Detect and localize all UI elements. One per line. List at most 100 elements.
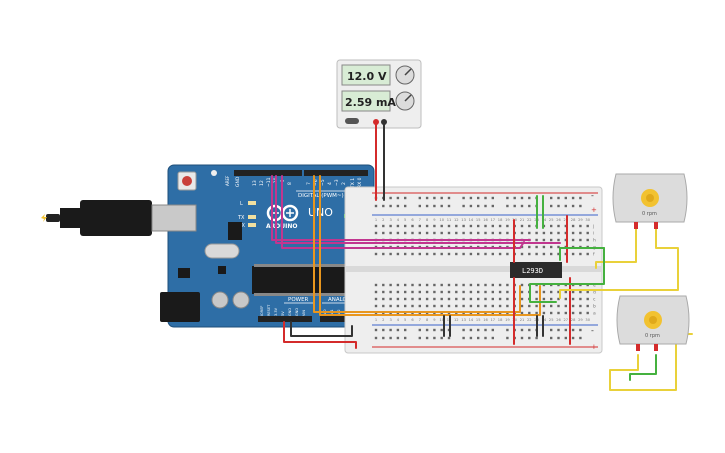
rail-hole[interactable]	[477, 204, 480, 208]
breadboard-hole[interactable]	[571, 311, 575, 315]
rail-hole[interactable]	[557, 196, 560, 200]
breadboard-hole[interactable]	[404, 252, 407, 256]
digital-header-low[interactable]	[304, 170, 368, 176]
breadboard-hole[interactable]	[425, 231, 429, 235]
breadboard-hole[interactable]	[550, 224, 553, 228]
breadboard-hole[interactable]	[404, 224, 407, 228]
breadboard-hole[interactable]	[498, 297, 502, 301]
breadboard-hole[interactable]	[425, 252, 429, 256]
digital-header-high[interactable]	[234, 170, 302, 176]
breadboard-hole[interactable]	[374, 231, 378, 235]
breadboard-hole[interactable]	[491, 304, 494, 308]
rail-hole[interactable]	[528, 336, 531, 340]
breadboard-hole[interactable]	[528, 311, 531, 315]
rail-hole[interactable]	[571, 328, 575, 332]
dc-motor-2[interactable]: 0 rpm	[616, 295, 690, 351]
breadboard-hole[interactable]	[411, 283, 414, 287]
wire-yellow[interactable]	[595, 227, 637, 269]
breadboard-hole[interactable]	[491, 252, 494, 256]
breadboard-hole[interactable]	[586, 297, 589, 301]
breadboard-hole[interactable]	[382, 290, 385, 294]
rail-hole[interactable]	[477, 328, 480, 332]
breadboard-hole[interactable]	[455, 297, 458, 301]
breadboard-hole[interactable]	[462, 304, 465, 308]
rail-hole[interactable]	[440, 328, 443, 332]
breadboard-hole[interactable]	[557, 304, 560, 308]
breadboard-hole[interactable]	[418, 290, 421, 294]
breadboard-hole[interactable]	[579, 224, 582, 228]
breadboard-hole[interactable]	[389, 304, 392, 308]
rail-hole[interactable]	[506, 204, 509, 208]
rail-hole[interactable]	[382, 204, 385, 208]
rail-hole[interactable]	[382, 328, 385, 332]
breadboard-hole[interactable]	[469, 283, 473, 287]
wire-orange[interactable]	[319, 175, 541, 316]
breadboard-hole[interactable]	[447, 297, 451, 301]
wire-yellow[interactable]	[559, 227, 679, 299]
breadboard-hole[interactable]	[418, 283, 421, 287]
breadboard-hole[interactable]	[411, 304, 414, 308]
breadboard-hole[interactable]	[520, 283, 524, 287]
rail-hole[interactable]	[477, 196, 480, 200]
breadboard-hole[interactable]	[382, 252, 385, 256]
breadboard-hole[interactable]	[462, 231, 465, 235]
breadboard-hole[interactable]	[506, 290, 509, 294]
breadboard-hole[interactable]	[425, 297, 429, 301]
rail-hole[interactable]	[389, 328, 392, 332]
breadboard-hole[interactable]	[425, 224, 429, 228]
breadboard-hole[interactable]	[520, 304, 524, 308]
breadboard-hole[interactable]	[425, 283, 429, 287]
breadboard-hole[interactable]	[389, 290, 392, 294]
breadboard-hole[interactable]	[571, 224, 575, 228]
breadboard-hole[interactable]	[506, 297, 509, 301]
rail-hole[interactable]	[506, 196, 509, 200]
breadboard-hole[interactable]	[396, 283, 400, 287]
rail-hole[interactable]	[433, 204, 436, 208]
breadboard-hole[interactable]	[520, 311, 524, 315]
wire-green[interactable]	[559, 247, 605, 261]
breadboard-hole[interactable]	[389, 252, 392, 256]
analog-header[interactable]	[320, 316, 368, 322]
rail-hole[interactable]	[440, 196, 443, 200]
dc-power-jack[interactable]	[160, 292, 200, 322]
breadboard-hole[interactable]	[374, 224, 378, 228]
breadboard-hole[interactable]	[520, 252, 524, 256]
breadboard-hole[interactable]	[469, 290, 473, 294]
rail-hole[interactable]	[564, 336, 567, 340]
breadboard-hole[interactable]	[455, 252, 458, 256]
breadboard-hole[interactable]	[374, 304, 378, 308]
breadboard-hole[interactable]	[374, 297, 378, 301]
breadboard-hole[interactable]	[455, 304, 458, 308]
breadboard-hole[interactable]	[433, 283, 436, 287]
motor-terminal[interactable]	[654, 344, 658, 351]
wire-magenta[interactable]	[271, 175, 531, 241]
breadboard-hole[interactable]	[440, 304, 443, 308]
power-switch[interactable]	[345, 118, 359, 124]
breadboard-hole[interactable]	[586, 238, 589, 242]
breadboard-hole[interactable]	[433, 224, 436, 228]
wire-red[interactable]	[283, 321, 357, 349]
arduino-board[interactable]: GND 13 12 ~11 ~10 ~9 8 7 ~6 ~5 4 ~3 2 TX…	[160, 164, 375, 328]
breadboard-hole[interactable]	[462, 283, 465, 287]
breadboard-hole[interactable]	[404, 283, 407, 287]
breadboard-hole[interactable]	[564, 311, 567, 315]
breadboard-hole[interactable]	[586, 311, 589, 315]
rail-hole[interactable]	[469, 328, 473, 332]
breadboard-hole[interactable]	[571, 231, 575, 235]
breadboard-hole[interactable]	[462, 297, 465, 301]
breadboard-hole[interactable]	[586, 231, 589, 235]
rail-hole[interactable]	[520, 328, 524, 332]
breadboard-hole[interactable]	[404, 304, 407, 308]
breadboard-hole[interactable]	[586, 290, 589, 294]
breadboard-hole[interactable]	[557, 224, 560, 228]
breadboard-hole[interactable]	[557, 245, 560, 249]
rail-hole[interactable]	[440, 336, 443, 340]
rail-hole[interactable]	[477, 336, 480, 340]
breadboard-hole[interactable]	[484, 297, 487, 301]
breadboard-hole[interactable]	[550, 290, 553, 294]
rail-hole[interactable]	[535, 336, 538, 340]
breadboard-hole[interactable]	[535, 290, 538, 294]
breadboard-hole[interactable]	[418, 297, 421, 301]
rail-hole[interactable]	[404, 328, 407, 332]
rail-hole[interactable]	[491, 336, 494, 340]
